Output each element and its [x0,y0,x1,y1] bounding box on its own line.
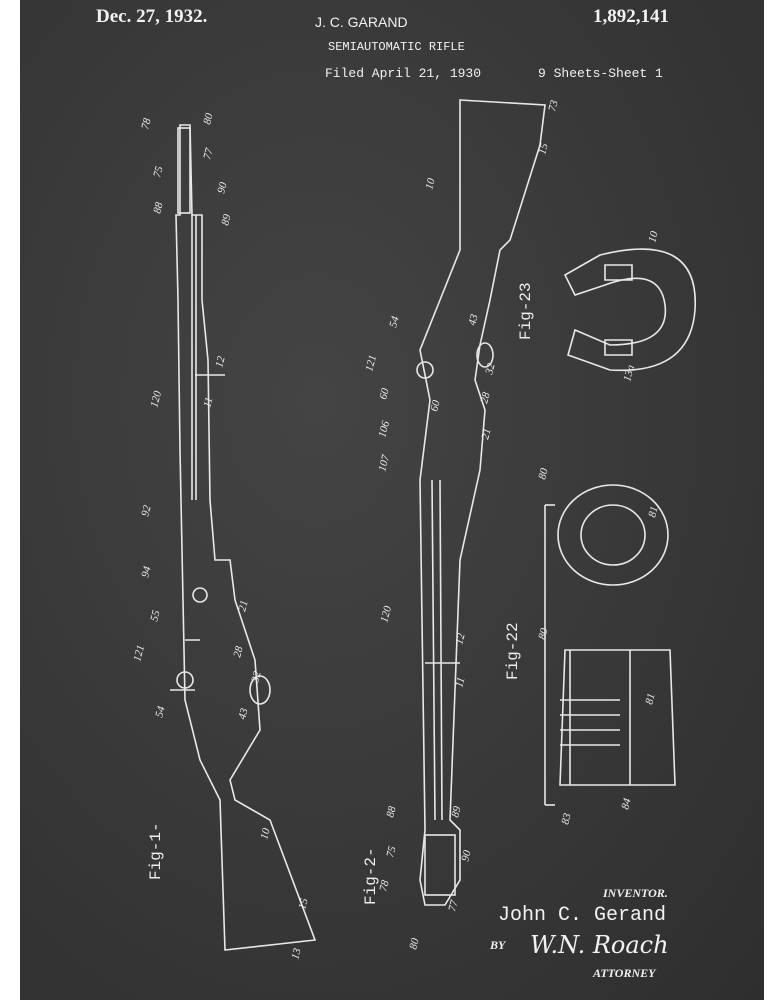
drawing-canvas: Fig-1- Fig-2- Fig-23 Fig-22 78 80 77 75 90 88… [131,99,696,961]
reference-numeral-fig1: 21 [236,599,250,613]
reference-numeral-fig22: 83 [559,812,574,826]
reference-numeral-fig2: 77 [446,899,461,913]
reference-numeral-fig2: 120 [378,604,394,624]
reference-numeral-fig1: 92 [139,504,154,518]
reference-numeral-fig2: 73 [546,99,561,113]
reference-numeral-fig1: 55 [148,609,163,623]
reference-numeral-fig2: 75 [384,845,399,859]
reference-numeral-fig2: 80 [407,937,422,951]
reference-numeral-fig1: 12 [213,355,228,369]
fig23-buttplate [563,248,696,372]
reference-numeral-fig2: 90 [459,849,474,863]
fig23-label: Fig-23 [517,282,535,340]
filed-date: Filed April 21, 1930 [325,66,482,81]
reference-numeral-fig1: 89 [219,213,234,227]
reference-numeral-fig1: 121 [131,644,147,663]
reference-numeral-fig2: 107 [376,453,392,473]
reference-numeral-fig1: 88 [151,201,166,215]
reference-numeral-fig2: 89 [449,805,464,819]
fig1-label: Fig-1- [147,822,165,880]
reference-numeral-fig2: 32 [483,362,498,377]
reference-numeral-fig2: 28 [478,391,493,405]
reference-numeral-fig1: 54 [153,705,168,719]
patent-title: SEMIAUTOMATIC RIFLE [328,40,465,54]
reference-numeral-fig2: 78 [377,879,392,893]
reference-numeral-fig1: 80 [201,112,216,126]
reference-numeral-fig1: 11 [201,396,215,409]
reference-numeral-fig1: 13 [289,947,304,961]
reference-numeral-fig1: 90 [215,181,230,195]
fig22-label: Fig-22 [504,622,522,680]
reference-numeral-fig22: 84 [619,797,634,811]
by-label: BY [490,938,506,952]
patent-date: Dec. 27, 1932. [96,6,208,27]
reference-numeral-fig1: 78 [139,117,154,131]
reference-numeral-fig22: 80 [536,467,551,481]
inventor-header: J. C. GARAND [315,14,408,30]
reference-numeral-fig23: 10 [646,230,661,244]
reference-numeral-fig1: 43 [236,707,251,721]
reference-numeral-fig2: 10 [423,177,438,191]
fig22-ring [544,484,676,806]
reference-numeral-fig1: 120 [148,389,164,409]
reference-numeral-fig2: 15 [536,142,551,156]
reference-numeral-fig1: 15 [296,897,311,911]
reference-numeral-fig1: 77 [201,147,216,161]
attorney-label: ATTORNEY [593,966,656,980]
reference-numeral-fig2: 60 [377,387,392,401]
reference-numeral-fig2: 88 [384,805,399,819]
reference-numeral-fig1: 28 [231,645,246,659]
reference-numeral-fig2: 43 [466,313,481,327]
reference-numeral-fig1: 10 [258,827,273,841]
reference-numeral-fig22: 80 [536,627,551,641]
reference-numeral-fig22: 81 [643,692,657,706]
sheet-count: 9 Sheets-Sheet 1 [538,66,663,81]
fig2-label: Fig-2- [362,847,380,905]
attorney-signature: W.N. Roach [530,931,669,959]
reference-numeral-fig2: 60 [428,399,443,413]
reference-numeral-fig1: 32 [249,670,264,685]
reference-numeral-fig2: 106 [376,419,392,439]
reference-numeral-fig2: 21 [479,427,493,441]
reference-numeral-fig1: 94 [139,565,154,579]
patent-drawing-board: Dec. 27, 1932. J. C. GARAND 1,892,141 SE… [20,0,764,1000]
reference-numeral-fig23: 13a [621,363,637,383]
inventor-name: John C. Gerand [498,904,667,927]
rifle-fig2 [416,99,546,906]
reference-numeral-fig2: 11 [453,676,467,689]
reference-numeral-fig2: 121 [363,354,379,373]
reference-numeral-fig1: 75 [151,165,166,179]
rifle-fig1 [170,124,317,951]
reference-numeral-fig22: 81 [646,505,660,519]
reference-numeral-fig2: 54 [387,315,402,329]
reference-numeral-fig2: 12 [453,632,468,646]
inventor-label: INVENTOR. [603,886,668,900]
patent-number: 1,892,141 [593,6,669,27]
